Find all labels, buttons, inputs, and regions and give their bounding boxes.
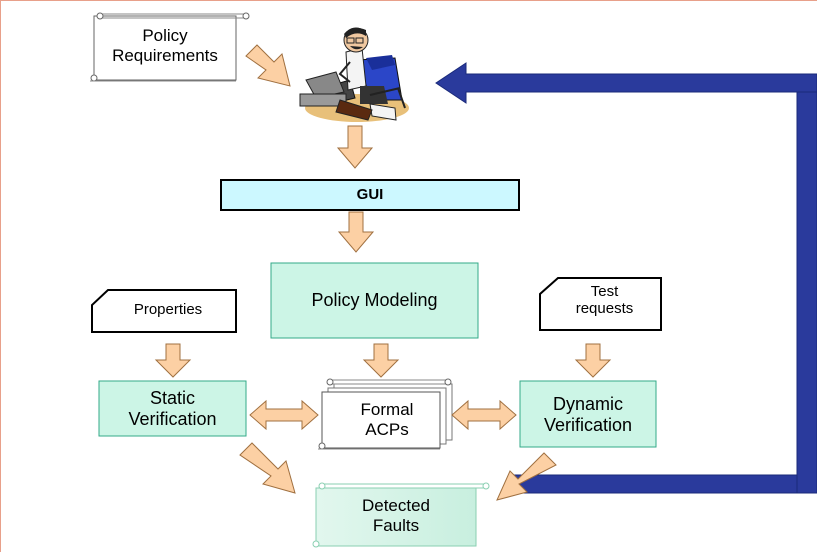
dynamic-verification-box — [519, 380, 657, 448]
arrow-tests-to-dynamic — [574, 343, 612, 378]
frame-line-left — [0, 0, 1, 552]
double-arrow-formal-dynamic — [451, 399, 517, 431]
policy-requirements-scroll — [90, 12, 250, 82]
detected-faults-label: Detected Faults — [361, 496, 431, 535]
static-verification-label: Static Verification — [128, 388, 217, 429]
properties-label: Properties — [133, 301, 203, 318]
arrow-person-to-gui — [336, 125, 374, 169]
gui-bar — [220, 179, 520, 211]
formal-acps-scrolls — [318, 378, 453, 450]
double-arrow-static-formal — [249, 399, 319, 431]
static-verification-box — [98, 380, 247, 437]
policy-requirements-label: Policy Requirements — [112, 26, 218, 65]
person-at-computer-icon — [299, 27, 409, 122]
test-requests-card — [539, 277, 662, 331]
frame-line-top — [0, 0, 817, 1]
detected-faults-scroll — [312, 482, 490, 548]
properties-card — [91, 289, 237, 333]
policy-modeling-box — [270, 262, 479, 339]
feedback-arrow — [435, 62, 817, 494]
policy-modeling-label: Policy Modeling — [311, 290, 438, 310]
gui-label: GUI — [356, 186, 384, 203]
arrow-properties-to-static — [154, 343, 192, 378]
arrow-gui-to-modeling — [337, 211, 375, 253]
arrow-dynamic-to-faults — [496, 452, 557, 501]
arrow-requirements-to-person — [245, 44, 291, 87]
dynamic-verification-label: Dynamic Verification — [543, 394, 633, 435]
formal-acps-label: Formal ACPs — [360, 400, 414, 439]
arrow-static-to-faults — [239, 442, 296, 494]
arrow-modeling-to-formal — [362, 343, 400, 378]
test-requests-label: Test requests — [575, 283, 634, 318]
